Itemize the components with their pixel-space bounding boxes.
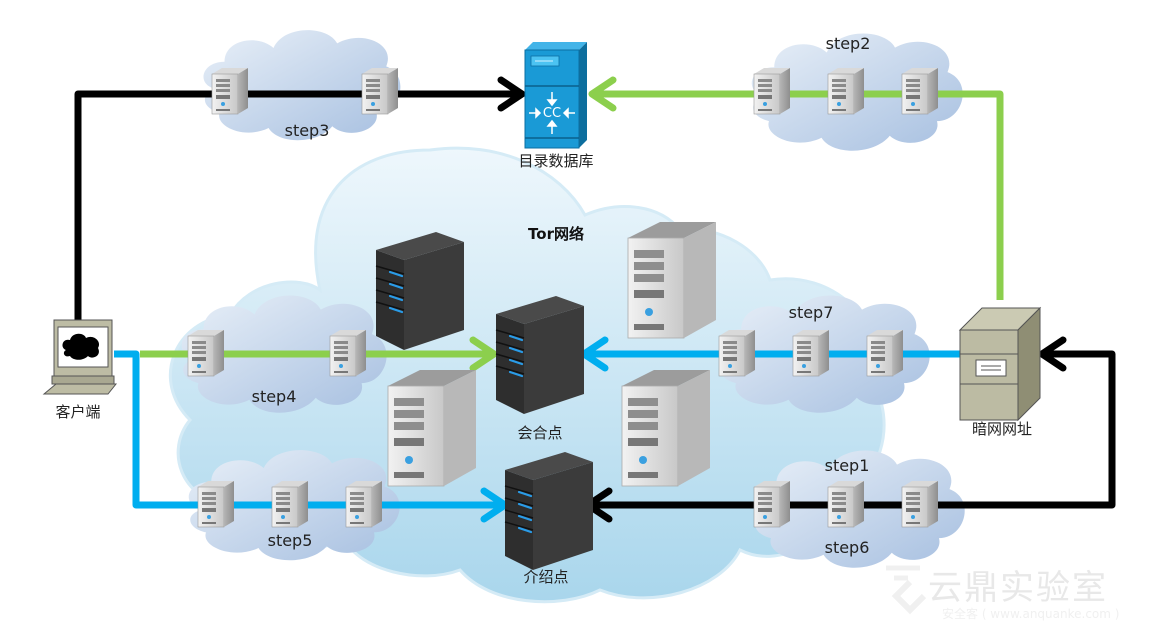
hidden-service-server-icon — [958, 306, 1042, 422]
relay-server-icon — [866, 329, 904, 377]
relay-server-icon — [345, 480, 383, 528]
relay-server-icon — [197, 480, 235, 528]
tor-node-server-icon — [621, 369, 711, 487]
relay-server-icon — [329, 329, 367, 377]
tor-node-rack-icon — [374, 230, 466, 352]
relay-server-icon — [827, 67, 865, 115]
client-label: 客户端 — [55, 403, 101, 421]
relay-server-icon — [187, 329, 225, 377]
introduction-label: 介绍点 — [523, 568, 569, 586]
path-step5 — [114, 350, 509, 523]
relay-server-icon — [271, 480, 309, 528]
step7-label: step7 — [788, 303, 834, 322]
rendezvous-label: 会合点 — [517, 424, 563, 442]
relay-server-icon — [792, 329, 830, 377]
tor-node-server-icon — [387, 369, 477, 487]
path-step2 — [588, 76, 1004, 300]
watermark-logo-icon — [886, 565, 927, 615]
relay-server-icon — [361, 67, 399, 115]
step4-label: step4 — [251, 387, 297, 406]
relay-server-icon — [211, 67, 249, 115]
directory-label: 目录数据库 — [518, 152, 594, 170]
directory-server-icon: CC — [524, 42, 587, 149]
tor-node-server-icon — [627, 221, 717, 339]
watermark-text: 云鼎实验室 — [928, 568, 1108, 608]
relay-server-icon — [753, 67, 791, 115]
rendezvous-point-icon — [494, 294, 586, 416]
relay-server-icon — [718, 329, 756, 377]
relay-server-icon — [901, 67, 939, 115]
step2-label: step2 — [825, 34, 871, 53]
step1-label: step1 — [824, 456, 870, 475]
introduction-point-icon — [503, 450, 595, 572]
client-computer-icon — [42, 319, 118, 395]
step5-label: step5 — [267, 531, 313, 550]
relay-server-icon — [753, 480, 791, 528]
hidden-service-label: 暗网网址 — [971, 420, 1033, 438]
step3-label: step3 — [284, 121, 330, 140]
relay-server-icon — [901, 480, 939, 528]
step6-label: step6 — [824, 538, 870, 557]
tor-network-title: Tor网络 — [528, 225, 584, 243]
relay-server-icon — [827, 480, 865, 528]
watermark-subtext: 安全客 ( www.anquanke.com ) — [942, 607, 1120, 621]
svg-text:CC: CC — [543, 106, 561, 121]
